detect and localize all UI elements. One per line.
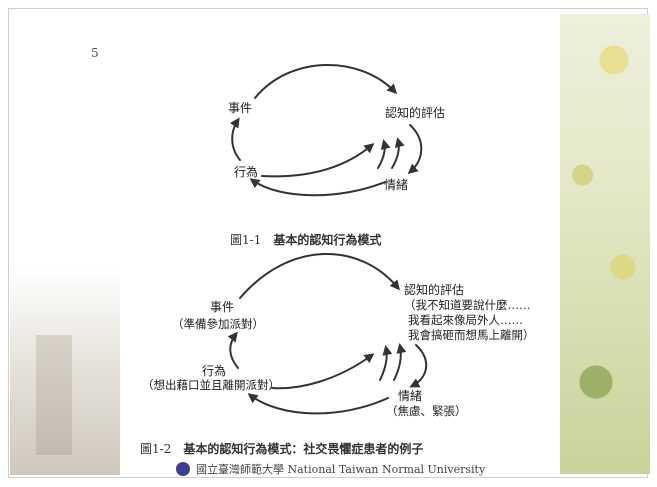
fig2-caption-text: 基本的認知行為模式：社交畏懼症患者的例子 xyxy=(183,442,424,456)
fig2-arrow-emotion-to-appraisal-2 xyxy=(379,345,393,381)
fig2-arrow-emotion-to-appraisal-1 xyxy=(393,343,407,381)
fig2-node-behavior: 行為 xyxy=(202,364,227,378)
fig1-node-appraisal: 認知的評估 xyxy=(385,106,446,120)
fig1-arrow-emotion-to-appraisal-1 xyxy=(391,137,405,169)
fig1-arrow-behavior-to-appraisal xyxy=(261,143,375,178)
fig2-node-appraisal: 認知的評估 xyxy=(404,283,465,297)
fig2-event-detail: （準備參加派對） xyxy=(172,317,264,331)
fig1-arrow-event-to-appraisal xyxy=(254,64,398,99)
fig2-arrow-event-to-appraisal xyxy=(239,252,400,299)
fig2-appraisal-line-2: 我看起來像局外人…… xyxy=(408,313,523,327)
fig2-arrow-emotion-to-behavior xyxy=(247,393,389,415)
fig2-node-event: 事件 xyxy=(210,300,235,314)
university-footer: 國立臺灣師範大學 National Taiwan Normal Universi… xyxy=(176,461,485,477)
fig1-arrow-appraisal-to-emotion xyxy=(407,124,423,174)
fig1-arrow-emotion-to-appraisal-2 xyxy=(377,139,391,169)
fig2-emotion-detail: （焦慮、緊張） xyxy=(386,404,467,418)
fig1-caption-text: 基本的認知行為模式 xyxy=(273,233,382,247)
university-name: 國立臺灣師範大學 National Taiwan Normal Universi… xyxy=(196,463,486,476)
fig2-node-emotion: 情緒 xyxy=(398,389,423,403)
fig1-caption-number: 圖1-1 xyxy=(230,233,262,247)
page-number: 5 xyxy=(91,46,99,60)
building-silhouette xyxy=(36,335,72,455)
fig2-caption-number: 圖1-2 xyxy=(140,442,172,456)
fig2-appraisal-line-3: 我會搞砸而想馬上離開） xyxy=(408,328,535,342)
fig1-arrow-emotion-to-behavior xyxy=(249,178,386,197)
fig1-node-event: 事件 xyxy=(228,101,253,115)
university-logo-icon xyxy=(176,462,190,476)
fig2-behavior-detail: （想出藉口並且離開派對） xyxy=(142,378,280,392)
fig1-caption: 圖1-1 基本的認知行為模式 xyxy=(230,231,381,248)
fig2-arrow-appraisal-to-emotion xyxy=(409,344,427,388)
fig1-arrow-behavior-to-event xyxy=(229,117,241,161)
flower-background-image xyxy=(560,14,650,474)
fig1-node-emotion: 情緒 xyxy=(384,178,409,192)
fig2-appraisal-line-1: （我不知道要說什麼…… xyxy=(404,298,531,312)
fig2-arrow-behavior-to-event xyxy=(227,331,239,369)
fig2-arrow-behavior-to-appraisal xyxy=(271,353,375,390)
fig1-node-behavior: 行為 xyxy=(234,165,259,179)
fig2-caption: 圖1-2 基本的認知行為模式：社交畏懼症患者的例子 xyxy=(140,440,423,457)
